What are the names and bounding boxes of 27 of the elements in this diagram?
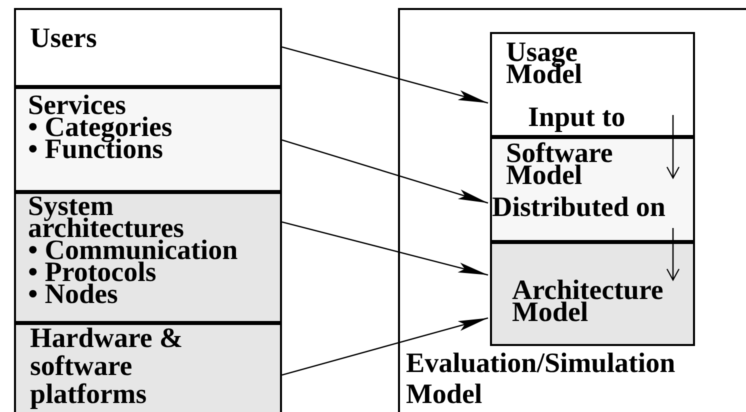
- list-item: • Nodes: [28, 284, 118, 306]
- box-heading: System architectures: [28, 196, 184, 240]
- box-heading: Usage Model: [506, 42, 584, 86]
- model-box: [490, 32, 695, 137]
- box-heading: Software Model: [506, 143, 614, 187]
- category-box: [14, 323, 282, 412]
- category-box: [14, 87, 282, 192]
- arrow: [666, 115, 680, 179]
- list-item: • Protocols: [28, 262, 156, 284]
- box-heading: Hardware & software platforms: [30, 325, 184, 409]
- list-item: • Communication: [28, 240, 239, 262]
- model-box: [490, 137, 695, 242]
- model-box: [490, 242, 695, 346]
- category-box: [14, 8, 282, 87]
- arrow: [282, 317, 488, 376]
- panel-heading: Evaluation/Simulation Model: [406, 348, 676, 410]
- arrow: [282, 46, 488, 104]
- arrow: [282, 221, 488, 276]
- box-heading: Users: [30, 28, 97, 50]
- category-box: [14, 192, 282, 323]
- edge-label: Input to: [528, 105, 626, 131]
- box-heading: Services: [28, 95, 126, 117]
- box-heading: Architecture Model: [512, 280, 664, 324]
- arrow: [666, 228, 680, 281]
- outer-panel: [398, 8, 746, 412]
- arrow: [282, 139, 488, 204]
- edge-label: Distributed on: [492, 195, 666, 221]
